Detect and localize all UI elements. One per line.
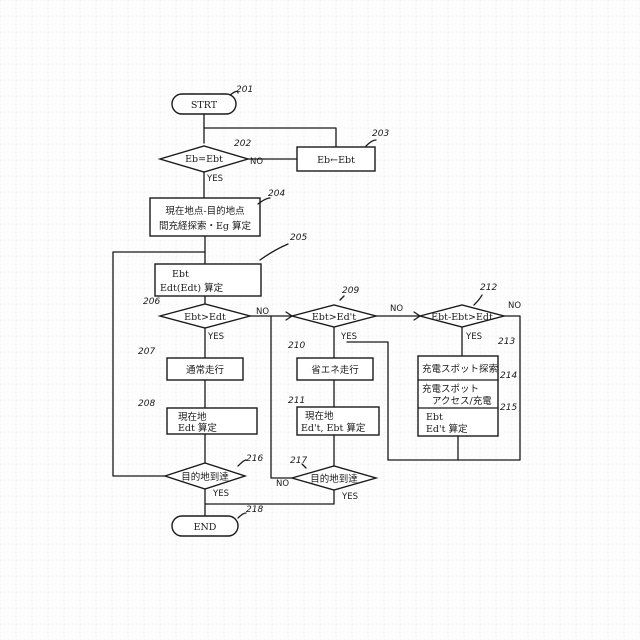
process-207-label: 通常走行 xyxy=(186,364,225,376)
process-215-line2: Ed't 算定 xyxy=(426,423,468,435)
ref-218: 218 xyxy=(246,505,263,515)
process-211-line1: 現在地 xyxy=(305,410,334,422)
decision-217-label: 目的地到達 xyxy=(310,473,358,485)
ref-207: 207 xyxy=(138,347,155,357)
ref-216-leader xyxy=(238,460,246,466)
decision-217-no: NO xyxy=(276,479,289,489)
decision-202-yes: YES xyxy=(206,174,223,184)
process-215-line1: Ebt xyxy=(426,412,443,423)
start-terminal-label: STRT xyxy=(191,100,218,111)
decision-212-yes: YES xyxy=(465,332,482,342)
ref-215: 215 xyxy=(500,403,517,413)
decision-206-yes: YES xyxy=(207,332,224,342)
process-208-line1: 現在地 xyxy=(178,411,207,423)
decision-212-label: Ebt-Ebt>Edt xyxy=(431,312,493,323)
ref-218-leader xyxy=(238,513,246,518)
process-210-label: 省エネ走行 xyxy=(311,364,359,376)
ref-210: 210 xyxy=(288,341,305,351)
ref-209: 209 xyxy=(342,286,359,296)
ref-204: 204 xyxy=(268,189,285,199)
ref-205-leader xyxy=(260,244,288,260)
ref-211: 211 xyxy=(288,396,305,406)
ref-203: 203 xyxy=(372,129,389,139)
end-terminal-label: END xyxy=(194,522,217,533)
ref-201: 201 xyxy=(236,85,253,95)
ref-206: 206 xyxy=(143,297,160,307)
decision-217-yes: YES xyxy=(341,492,358,502)
process-208-line2: Edt 算定 xyxy=(178,422,217,434)
process-214-line2: アクセス/充電 xyxy=(432,395,492,407)
ref-203-leader xyxy=(366,140,376,146)
process-205-line1: Ebt xyxy=(172,269,189,280)
ref-214: 214 xyxy=(500,371,517,381)
decision-212-no: NO xyxy=(508,301,521,311)
process-203-label: Eb←Ebt xyxy=(317,155,355,166)
ref-208: 208 xyxy=(138,399,155,409)
process-204-line2: 間充経探索・Eg 算定 xyxy=(159,220,252,232)
process-205-line2: Edt(Edt) 算定 xyxy=(160,282,224,294)
process-213-label: 充電スポット探索 xyxy=(422,363,498,375)
decision-209-no: NO xyxy=(390,304,403,314)
ref-202: 202 xyxy=(234,139,251,149)
decision-209-yes: YES xyxy=(340,332,357,342)
ref-209-leader xyxy=(340,296,344,300)
decision-216-yes: YES xyxy=(212,489,229,499)
process-211-line2: Ed't, Ebt 算定 xyxy=(301,422,366,434)
decision-206-label: Ebt>Edt xyxy=(184,312,226,323)
process-214-line1: 充電スポット xyxy=(422,383,479,395)
process-204-line1: 現在地点-目的地点 xyxy=(165,205,245,217)
decision-216-label: 目的地到達 xyxy=(181,471,229,483)
decision-209-label: Ebt>Ed't xyxy=(312,312,356,323)
decision-202-label: Eb=Ebt xyxy=(185,154,223,165)
ref-213: 213 xyxy=(498,337,515,347)
ref-217: 217 xyxy=(290,456,307,466)
ref-212-leader xyxy=(474,295,482,305)
ref-216: 216 xyxy=(246,454,263,464)
ref-212: 212 xyxy=(480,283,497,293)
ref-205: 205 xyxy=(290,233,307,243)
